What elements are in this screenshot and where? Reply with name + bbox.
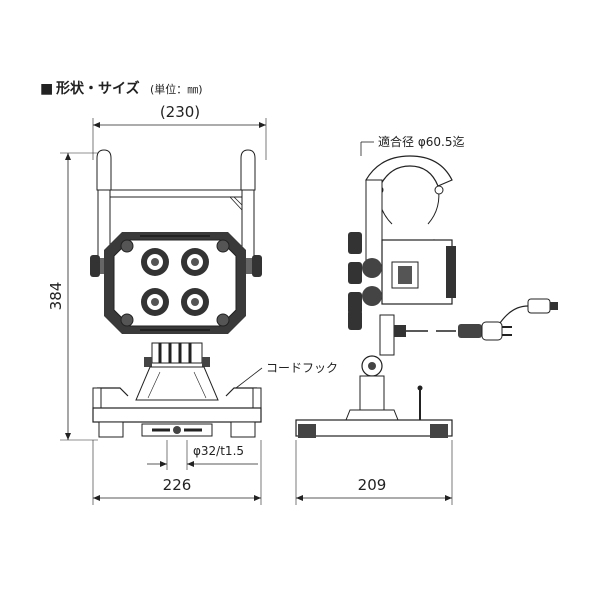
- side-knob-stack: [348, 232, 362, 330]
- lamp-body-side: [362, 239, 456, 306]
- led-lens-3: [141, 288, 169, 316]
- led-lens-4: [181, 288, 209, 316]
- side-knob-right: [244, 255, 262, 277]
- height-label: 384: [47, 282, 65, 311]
- pipe-diameter-dimension-line: [147, 440, 258, 470]
- clamp-label: 適合径 φ60.5迄: [378, 134, 464, 149]
- cord-hook-label: コードフック: [266, 361, 338, 375]
- base-side: [295, 409, 453, 438]
- depth-dimension-line: [295, 440, 453, 505]
- front-view: (230) 384: [47, 103, 338, 505]
- title-text: 形状・サイズ: [56, 80, 140, 97]
- base-width-dimension-line: [92, 440, 262, 505]
- base-width-label: 226: [163, 476, 192, 494]
- cord-hook-leader: [235, 367, 263, 389]
- base-frame: [92, 387, 262, 438]
- top-width-label: (230): [160, 103, 200, 121]
- title-marker: ■: [40, 81, 53, 97]
- led-lens-1: [141, 248, 169, 276]
- side-view: 適合径 φ60.5迄: [295, 134, 558, 505]
- depth-label: 209: [358, 476, 387, 494]
- pipe-diameter-label: φ32/t1.5: [193, 444, 244, 458]
- lamp-head: [104, 232, 246, 334]
- carry-handle: [96, 149, 256, 261]
- led-lens-2: [181, 248, 209, 276]
- power-cord: [406, 298, 558, 341]
- mount-bracket: [135, 342, 219, 401]
- top-width-dimension-line: [92, 118, 267, 160]
- height-dimension-line: [60, 152, 98, 441]
- title-unit: (単位：㎜): [150, 82, 203, 96]
